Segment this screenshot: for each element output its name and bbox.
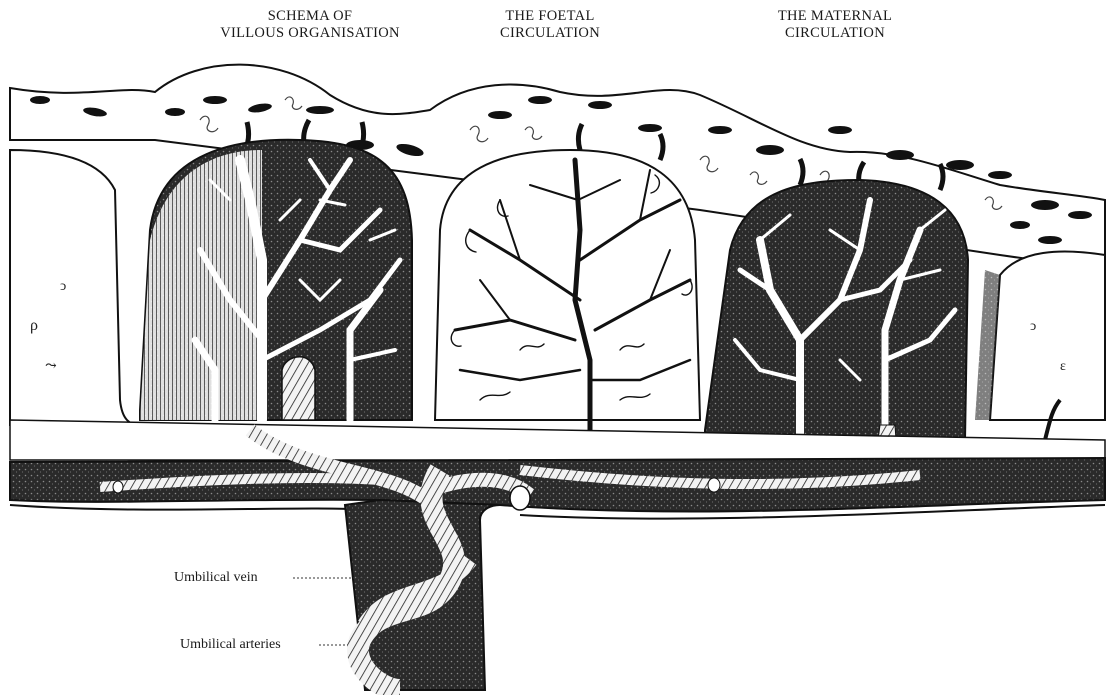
label-umbilical-vein: Umbilical vein — [174, 570, 258, 586]
svg-text:ρ: ρ — [30, 317, 38, 334]
svg-text:⤳: ⤳ — [45, 359, 57, 374]
label-umbilical-arteries: Umbilical arteries — [180, 637, 281, 653]
right-edge-cotyledon: ↄ ε — [975, 252, 1105, 440]
maternal-circulation-cotyledon — [705, 180, 968, 440]
left-edge-cotyledon: ρ ↄ ⤳ — [10, 150, 140, 425]
villous-organisation-cotyledon — [140, 140, 412, 420]
foetal-circulation-cotyledon — [435, 150, 700, 440]
svg-text:ε: ε — [1060, 359, 1066, 374]
svg-text:ↄ: ↄ — [1030, 319, 1036, 334]
svg-text:ↄ: ↄ — [60, 279, 66, 294]
